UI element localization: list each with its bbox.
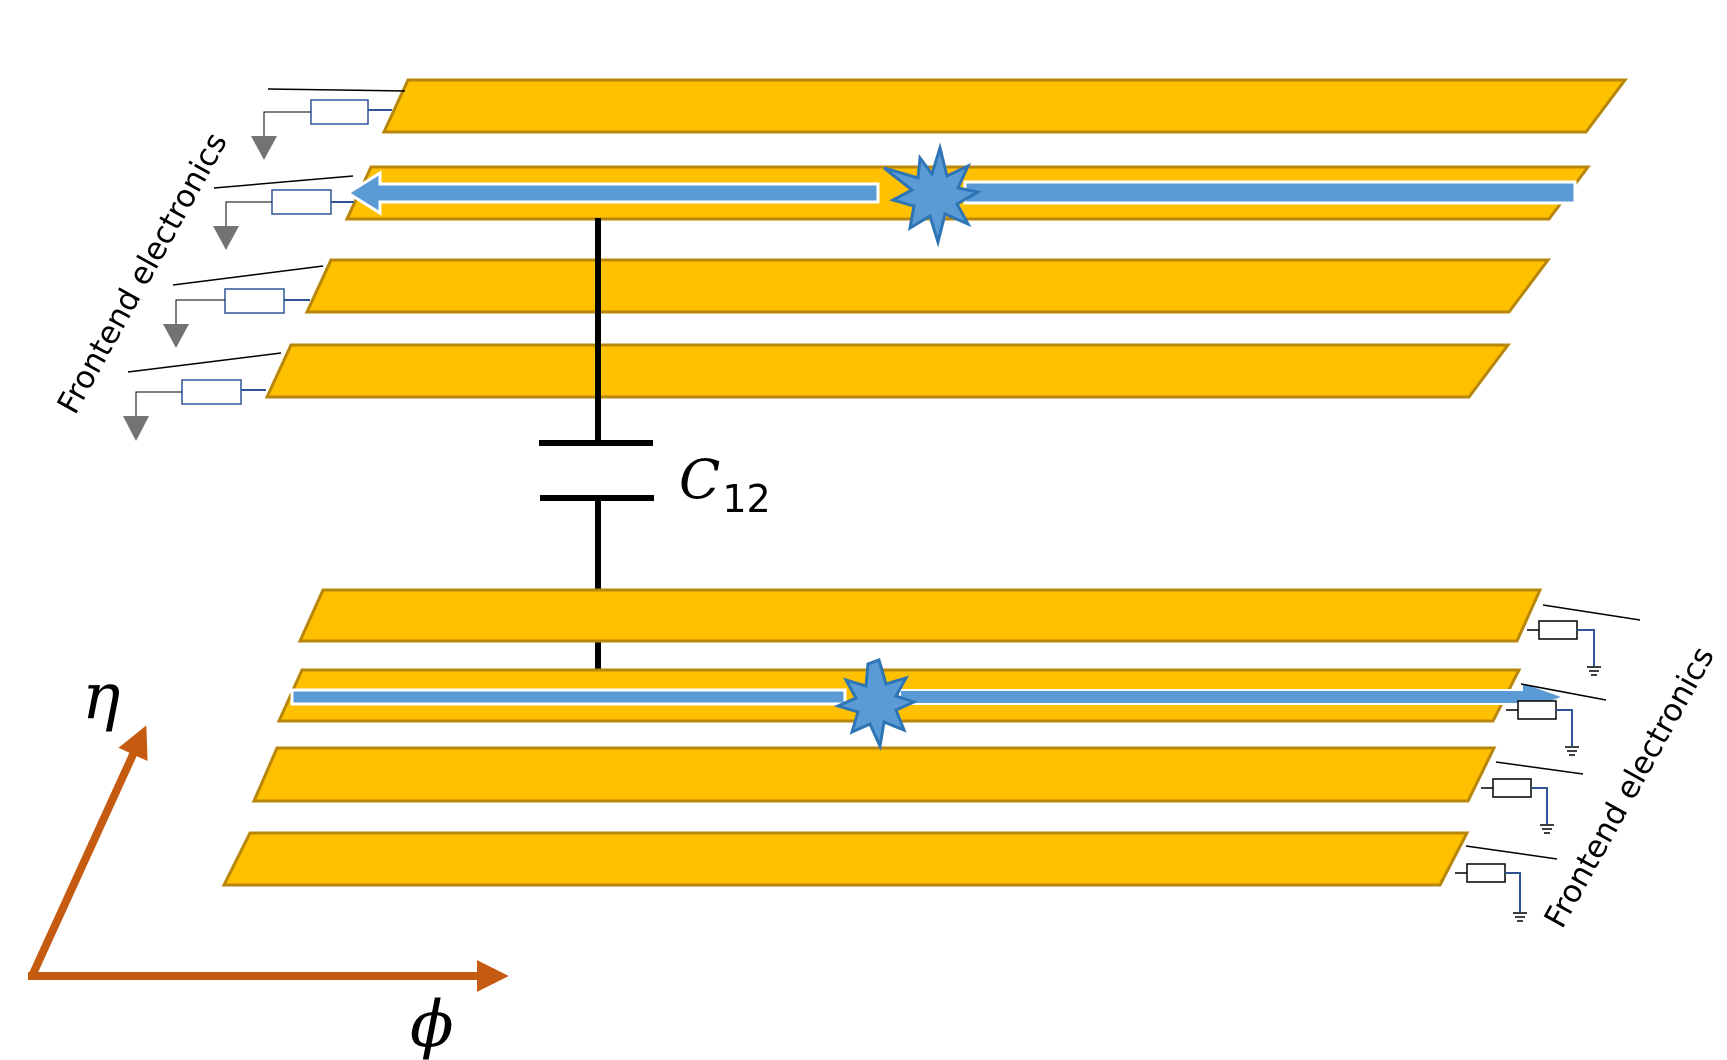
bottom-strip-3 xyxy=(251,746,1497,803)
bottom-resistor-3 xyxy=(1492,778,1532,798)
ground-symbol-icon xyxy=(1565,746,1579,756)
ground-symbol-icon xyxy=(1587,666,1601,676)
top-strip-3 xyxy=(304,258,1551,314)
coordinate-axes: η ϕ xyxy=(28,660,509,1060)
top-layer xyxy=(264,78,1628,399)
capacitor-label: C12 xyxy=(679,448,771,521)
ground-arrow-icon xyxy=(213,226,239,250)
ground-arrow-icon xyxy=(163,324,189,348)
eta-axis-label: η xyxy=(82,660,120,734)
ground-arrow-icon xyxy=(251,136,277,160)
frontend-label-bottom: Frontend electronics xyxy=(1538,641,1722,934)
eta-axis-arrow xyxy=(28,725,148,978)
top-hit-burst-icon xyxy=(883,142,983,248)
bottom-frontend-electronics: Frontend electronics xyxy=(1455,604,1722,934)
ground-symbol-icon xyxy=(1540,824,1554,834)
phi-axis-label: ϕ xyxy=(410,988,454,1060)
bottom-layer xyxy=(221,588,1567,887)
top-resistor-2 xyxy=(271,189,332,215)
bottom-signal-bar-left xyxy=(290,688,847,706)
bottom-strip-1 xyxy=(297,588,1543,643)
top-resistor-4 xyxy=(181,379,242,405)
coupling-capacitor: C12 xyxy=(539,218,771,675)
bottom-resistor-1 xyxy=(1538,620,1578,640)
bottom-strip-4 xyxy=(221,831,1470,887)
top-signal-bar-right xyxy=(963,180,1577,205)
bottom-resistor-2 xyxy=(1517,700,1557,720)
top-strip-4 xyxy=(264,343,1511,399)
bottom-resistor-4 xyxy=(1466,863,1506,883)
top-strip-1 xyxy=(381,78,1628,134)
top-resistor-3 xyxy=(224,288,285,314)
top-signal-arrow-left xyxy=(345,170,880,216)
top-resistor-1 xyxy=(310,99,369,125)
ground-arrow-icon xyxy=(123,416,149,441)
bottom-hit-burst-icon xyxy=(833,658,919,752)
frontend-label-top: Frontend electronics xyxy=(51,127,235,420)
ground-symbol-icon xyxy=(1513,912,1527,922)
